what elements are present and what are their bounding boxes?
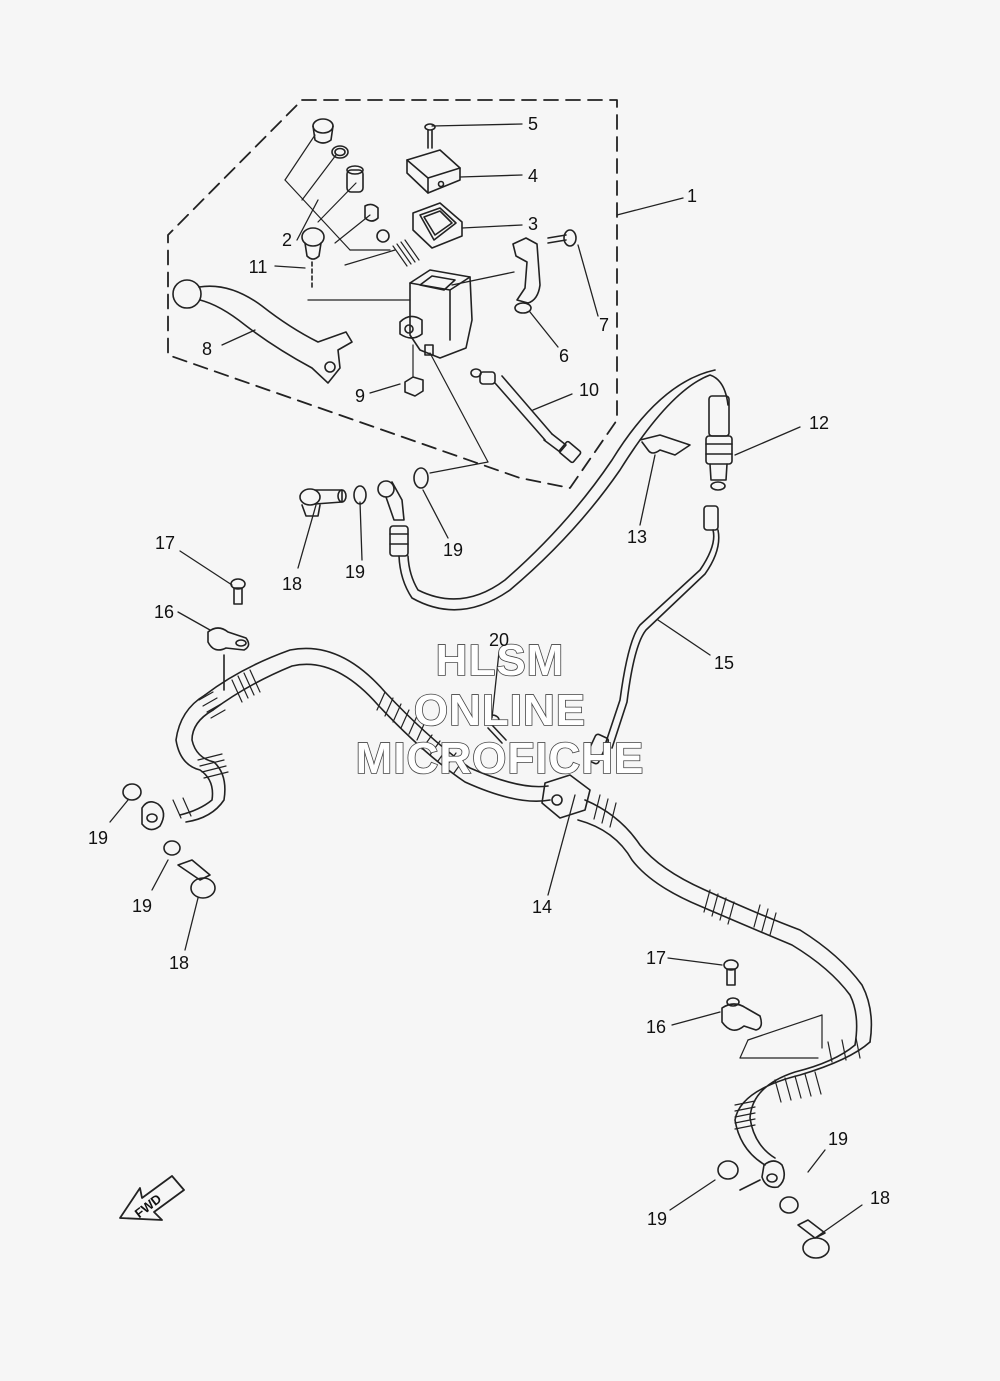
callout-2: 2 bbox=[281, 230, 293, 250]
washer-icon bbox=[353, 485, 367, 505]
brake-hose bbox=[398, 374, 729, 611]
hose-clamp-icon bbox=[207, 627, 250, 691]
washer-icon bbox=[122, 783, 142, 801]
reservoir-cap-icon bbox=[406, 149, 461, 194]
callout-5: 5 bbox=[527, 114, 539, 134]
callout-10: 10 bbox=[578, 380, 600, 400]
callout-14: 14 bbox=[531, 897, 553, 917]
banjo-bolt-icon bbox=[797, 1219, 830, 1259]
piston-kit-icon bbox=[312, 118, 420, 267]
callout-19-right-a: 19 bbox=[646, 1209, 668, 1229]
callout-12: 12 bbox=[808, 413, 830, 433]
brake-hose bbox=[407, 369, 716, 600]
callout-17-right: 17 bbox=[645, 948, 667, 968]
hose-clip-icon bbox=[639, 434, 691, 456]
callout-18-left: 18 bbox=[168, 953, 190, 973]
screw-icon bbox=[424, 123, 436, 149]
callout-11: 11 bbox=[248, 257, 268, 277]
callout-19-upper-b: 19 bbox=[442, 540, 464, 560]
callout-18-upper: 18 bbox=[281, 574, 303, 594]
banjo-bolt-icon bbox=[299, 488, 347, 517]
hose-joint-block-icon bbox=[541, 774, 591, 819]
callout-19-left-b: 19 bbox=[131, 896, 153, 916]
hose-bellows-icon bbox=[734, 1071, 822, 1130]
exploded-guide-lines bbox=[284, 134, 823, 1059]
callout-4: 4 bbox=[527, 166, 539, 186]
pipe-fitting-icon bbox=[584, 733, 610, 765]
hose-clamp-icon bbox=[721, 997, 763, 1031]
fwd-arrow-icon bbox=[119, 1175, 185, 1221]
watermark-line-3: MICROFICHE bbox=[355, 733, 645, 784]
bolt-icon bbox=[230, 578, 246, 605]
watermark-line-2: ONLINE bbox=[413, 685, 587, 736]
pivot-bolt-icon bbox=[301, 227, 325, 288]
hose-end-fitting-icon bbox=[377, 480, 409, 557]
callout-15: 15 bbox=[713, 653, 735, 673]
washer-icon bbox=[413, 467, 429, 489]
bolt-icon bbox=[723, 959, 739, 986]
callout-16-left: 16 bbox=[153, 602, 175, 622]
callout-19-left-a: 19 bbox=[87, 828, 109, 848]
hose-bellows-icon bbox=[376, 691, 861, 1063]
clamp-bolt-icon bbox=[547, 229, 577, 247]
callout-18-right: 18 bbox=[869, 1188, 891, 1208]
hose-joint-icon bbox=[705, 395, 733, 491]
callout-16-right: 16 bbox=[645, 1017, 667, 1037]
callout-8: 8 bbox=[201, 339, 213, 359]
master-cylinder-body-icon bbox=[399, 269, 473, 359]
washer-icon bbox=[163, 840, 181, 856]
hose-end-fitting-icon bbox=[739, 1160, 786, 1191]
washer-icon bbox=[717, 1160, 739, 1180]
bolt-icon bbox=[484, 714, 507, 744]
brake-hose bbox=[734, 1041, 871, 1166]
banjo-bolt-icon bbox=[177, 859, 216, 899]
callout-13: 13 bbox=[626, 527, 648, 547]
callout-6: 6 bbox=[558, 346, 570, 366]
nut-icon bbox=[404, 344, 424, 397]
brake-pipe-icon bbox=[604, 505, 720, 749]
callout-7: 7 bbox=[598, 315, 610, 335]
callout-20: 20 bbox=[488, 630, 510, 650]
hose-end-fitting-icon bbox=[141, 800, 165, 831]
washer-icon bbox=[779, 1196, 799, 1214]
callout-3: 3 bbox=[527, 214, 539, 234]
assembly-boundary bbox=[167, 99, 618, 489]
brake-hose bbox=[212, 663, 858, 1046]
callout-9: 9 bbox=[354, 386, 366, 406]
callout-1: 1 bbox=[686, 186, 698, 206]
brake-lever-icon bbox=[172, 279, 353, 384]
diaphragm-icon bbox=[412, 202, 463, 249]
watermark-line-1: HLSM bbox=[435, 635, 565, 686]
callout-19-right-b: 19 bbox=[827, 1129, 849, 1149]
hose-bellows-icon bbox=[172, 669, 261, 819]
handlebar-clamp-icon bbox=[512, 237, 541, 314]
callout-19-upper-a: 19 bbox=[344, 562, 366, 582]
brake-light-switch-icon bbox=[470, 368, 582, 464]
callout-17-left: 17 bbox=[154, 533, 176, 553]
